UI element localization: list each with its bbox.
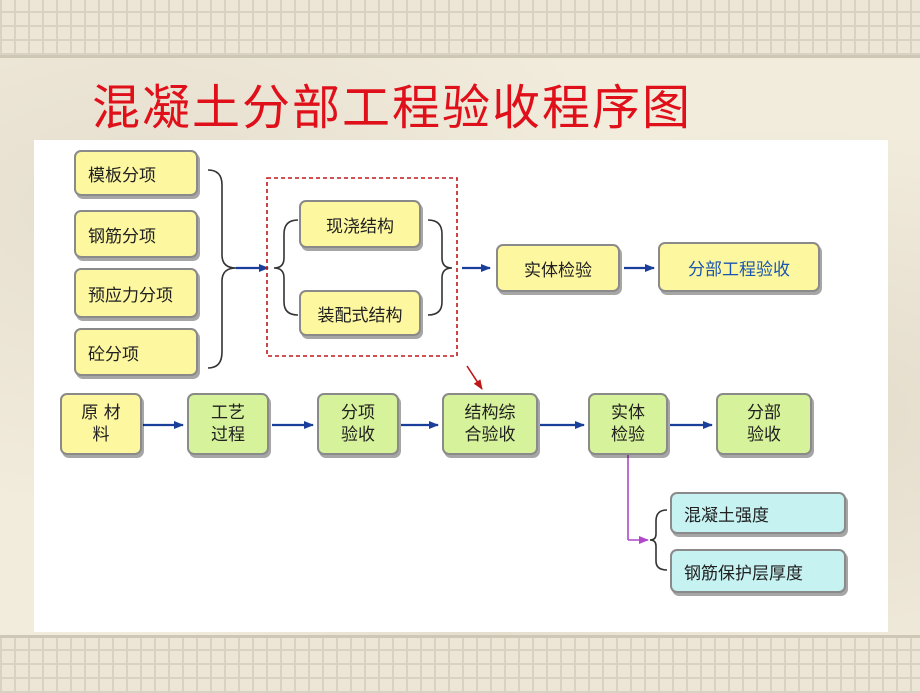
- flow-entity-check: 实体 检验: [588, 393, 668, 455]
- inspection-brace: [649, 509, 668, 571]
- flow-subitem-acceptance: 分项 验收: [317, 393, 399, 455]
- inspect-cover-thickness: 钢筋保护层厚度: [670, 549, 846, 593]
- bottom-decorative-border: [0, 635, 920, 693]
- node-entity-check: 实体检验: [496, 244, 620, 292]
- inspect-concrete-strength: 混凝土强度: [670, 492, 846, 534]
- top-decorative-border: [0, 0, 920, 58]
- structure-right-brace: [427, 219, 453, 316]
- flow-raw-materials: 原 材 料: [60, 393, 142, 455]
- slide-title: 混凝土分部工程验收程序图: [92, 80, 693, 136]
- left-group-brace: [207, 169, 237, 369]
- structure-left-brace: [273, 219, 299, 316]
- structure-dashed-frame: [266, 177, 458, 357]
- item-formwork: 模板分项: [74, 150, 198, 196]
- node-precast: 装配式结构: [299, 290, 421, 336]
- flow-division-acceptance: 分部 验收: [716, 393, 812, 455]
- flow-structure-acceptance: 结构综 合验收: [442, 393, 538, 455]
- flow-process: 工艺 过程: [187, 393, 269, 455]
- node-final-acceptance: 分部工程验收: [658, 242, 820, 292]
- item-prestress: 预应力分项: [74, 268, 198, 318]
- node-cast-in-place: 现浇结构: [299, 200, 421, 248]
- item-rebar: 钢筋分项: [74, 210, 198, 258]
- item-concrete: 砼分项: [74, 328, 198, 376]
- red-pointer-arrow: [466, 365, 483, 390]
